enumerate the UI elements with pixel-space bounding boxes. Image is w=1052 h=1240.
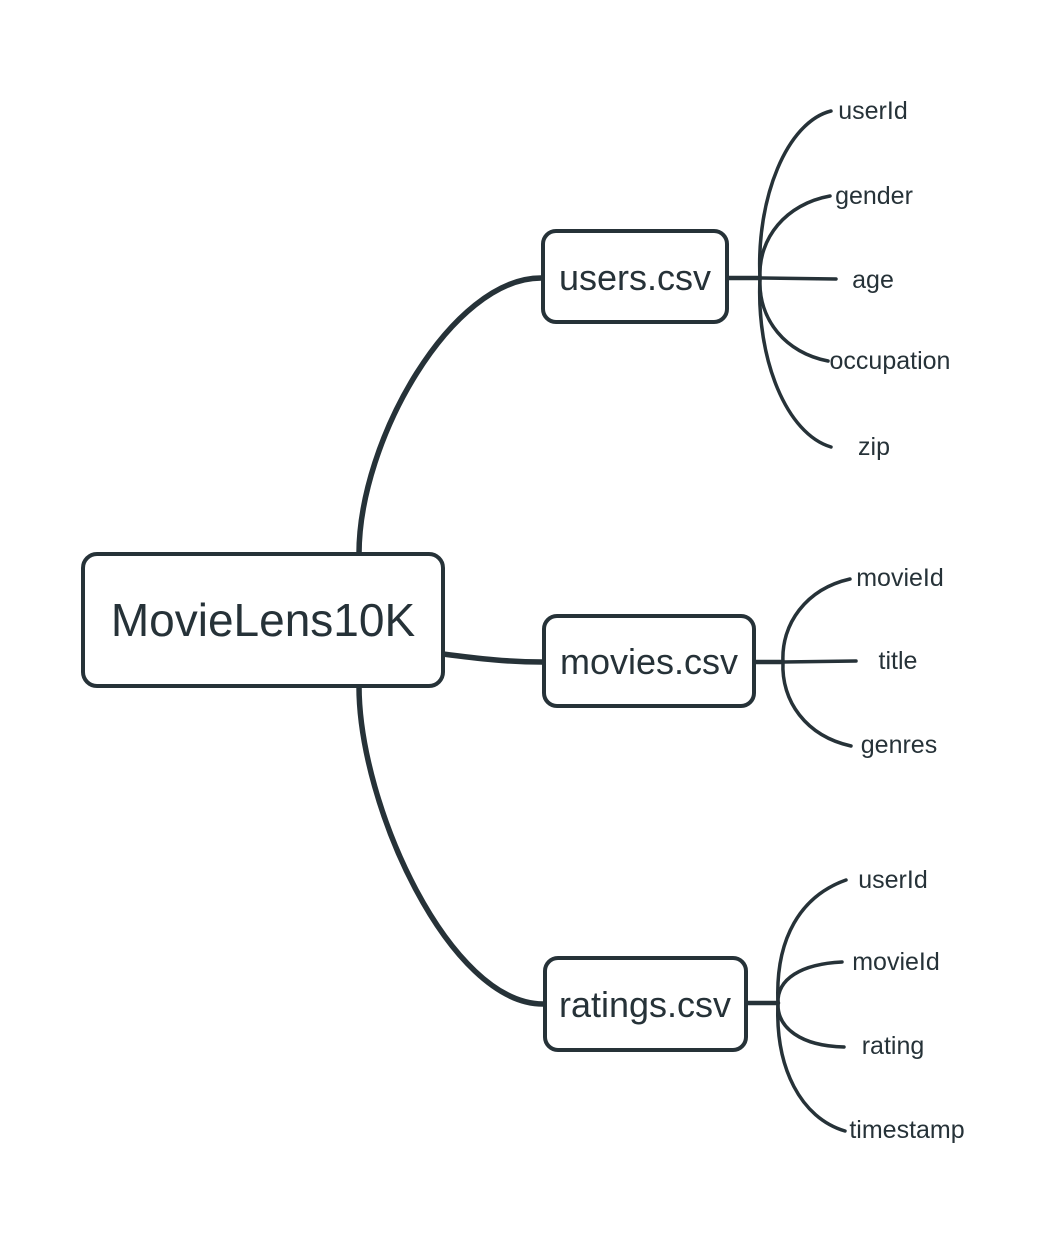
leaf-edge-users-userid	[757, 109, 833, 280]
leaf-edge-ratings-timestamp	[776, 1001, 847, 1133]
leaf-label-ratings-movieid: movieId	[852, 948, 940, 976]
leaf-label-users-zip: zip	[858, 433, 890, 461]
leaf-edge-users-occupation	[758, 276, 830, 363]
leaf-label-movies-title: title	[879, 647, 918, 675]
leaf-label-ratings-userid: userId	[858, 866, 927, 894]
leaf-label-users-age: age	[852, 266, 894, 294]
leaf-edge-ratings-userid	[776, 878, 848, 1005]
node-users-box	[541, 229, 729, 324]
leaf-edge-users-age	[758, 276, 838, 281]
node-root-box	[81, 552, 445, 688]
node-users-label: users.csv	[559, 257, 711, 298]
ratings-branches	[743, 878, 848, 1133]
edge-root-to-ratings	[356, 683, 546, 1007]
edge-root-to-movies	[440, 651, 545, 665]
leaf-label-ratings-timestamp: timestamp	[849, 1116, 964, 1144]
leaf-edge-users-zip	[757, 276, 833, 449]
movies-branches	[751, 577, 858, 748]
leaf-edge-movies-genres	[781, 660, 853, 748]
node-movies-label: movies.csv	[560, 641, 738, 682]
leaf-label-movies-movieid: movieId	[856, 564, 944, 592]
leaf-edge-ratings-rating	[776, 1001, 846, 1049]
leaf-labels: userId gender age occupation zip movieId…	[830, 97, 965, 1144]
leaf-edge-users-gender	[758, 194, 832, 280]
leaf-edge-movies-title	[781, 659, 858, 664]
leaf-label-users-userid: userId	[838, 97, 907, 125]
node-ratings-box	[543, 956, 748, 1052]
root-edges	[356, 275, 546, 1007]
leaf-label-users-gender: gender	[835, 182, 913, 210]
leaf-label-ratings-rating: rating	[862, 1032, 925, 1060]
leaf-label-movies-genres: genres	[861, 731, 937, 759]
node-ratings-label: ratings.csv	[559, 984, 731, 1025]
users-branches	[724, 109, 838, 449]
node-root-label: MovieLens10K	[111, 594, 416, 646]
leaf-edge-movies-movieid	[781, 577, 852, 664]
node-movies-box	[542, 614, 756, 708]
nodes: MovieLens10K users.csv movies.csv rating…	[81, 229, 756, 1052]
leaf-edge-ratings-movieid	[776, 960, 844, 1005]
edge-root-to-users	[356, 275, 544, 557]
leaf-label-users-occupation: occupation	[830, 347, 951, 375]
